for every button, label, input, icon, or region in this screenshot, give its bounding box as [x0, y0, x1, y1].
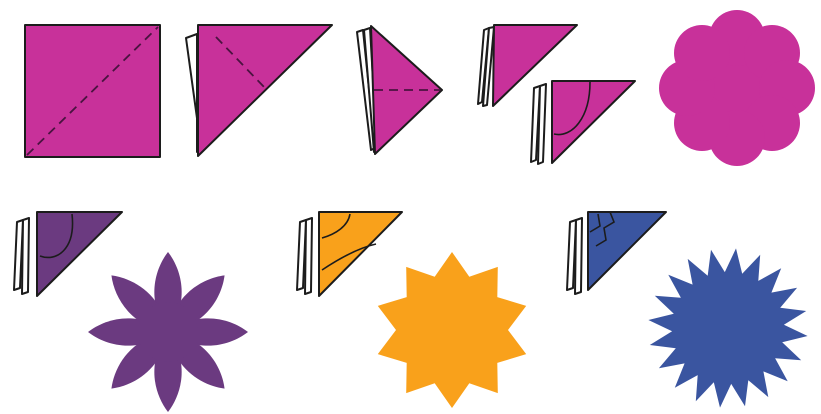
- result-orange-star: [378, 252, 526, 408]
- orange-star-shape: [378, 252, 526, 408]
- triangle-paper: [198, 25, 332, 156]
- layer-b: [305, 218, 312, 294]
- result-blue-burst: [648, 248, 807, 407]
- step-3-small-triangle: [357, 26, 442, 154]
- orange-folded-triangle: [297, 212, 402, 296]
- layer-b: [575, 218, 582, 294]
- orange-triangle-paper: [319, 212, 402, 296]
- purple-triangle-paper: [37, 212, 122, 296]
- blue-burst-shape: [648, 248, 807, 407]
- result-purple-flower: [88, 252, 248, 412]
- purple-folded-triangle: [14, 212, 122, 296]
- layer-b: [22, 218, 29, 294]
- step-1-square: [25, 25, 160, 157]
- layer-b: [538, 84, 546, 164]
- step-5-cut-line: [531, 81, 635, 164]
- step-2-triangle: [186, 25, 332, 156]
- result-magenta-flower: [659, 10, 815, 166]
- blue-folded-triangle: [567, 212, 666, 294]
- cut-triangle-paper: [552, 81, 635, 163]
